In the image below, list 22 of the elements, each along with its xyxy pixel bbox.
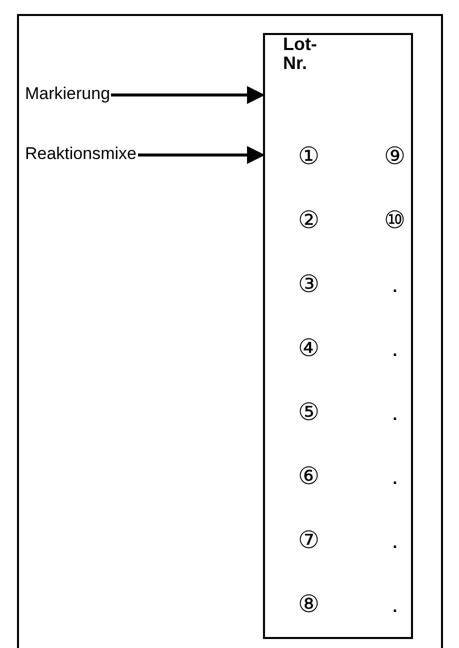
lot-number: ② [297, 207, 321, 235]
arrow [111, 86, 265, 104]
label-text: Reaktionsmixe [25, 144, 136, 164]
lot-number: . [390, 335, 400, 363]
lot-number: . [390, 591, 400, 619]
lot-number: ⑦ [297, 527, 321, 555]
column-heading: Lot-Nr. [283, 35, 318, 73]
lot-number: . [390, 271, 400, 299]
lot-number: ⑥ [297, 463, 321, 491]
lot-number: . [390, 399, 400, 427]
lot-number-strip [263, 33, 413, 639]
lot-number: ④ [297, 335, 321, 363]
lot-number: ① [297, 143, 321, 171]
label-text: Markierung [25, 84, 110, 104]
lot-number: ③ [297, 271, 321, 299]
lot-number: ⑧ [297, 591, 321, 619]
lot-number: . [390, 463, 400, 491]
lot-number: ⑨ [383, 143, 407, 171]
arrow [138, 146, 265, 164]
lot-number: ⑤ [297, 399, 321, 427]
lot-number: ⑩ [383, 207, 407, 235]
lot-number: . [390, 527, 400, 555]
